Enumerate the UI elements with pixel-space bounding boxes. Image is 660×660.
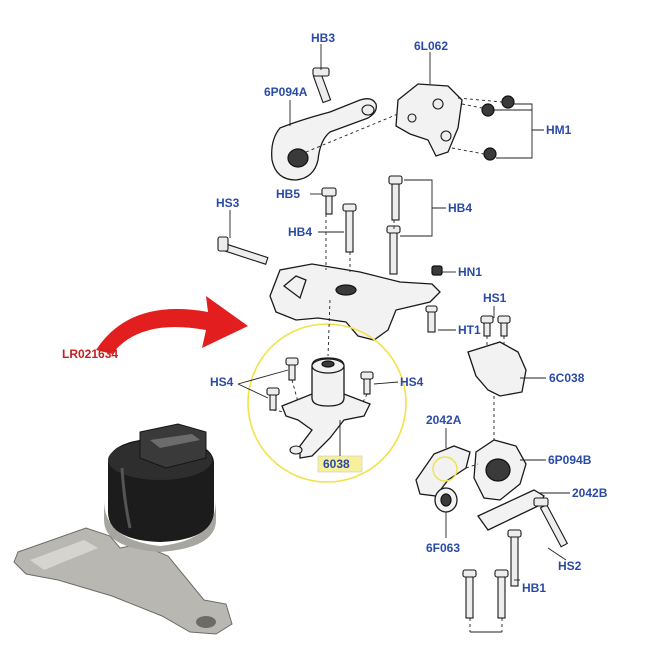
assembly-lines <box>272 113 505 633</box>
bracket-6c038 <box>467 341 527 397</box>
callout-2042b: 2042B <box>572 486 608 500</box>
bolt-hs3 <box>217 236 269 265</box>
callout-ht1: HT1 <box>458 323 481 337</box>
torque-rod-upper <box>271 98 377 181</box>
bolts-hs4 <box>266 357 374 411</box>
callout-hs3: HS3 <box>216 196 240 210</box>
bolts-hs1 <box>480 315 511 337</box>
callout-6p094a: 6P094A <box>264 85 308 99</box>
callout-6p094b: 6P094B <box>548 453 592 467</box>
callout-hn1: HN1 <box>458 265 482 279</box>
bolts-hb1 <box>462 529 522 619</box>
bolt-hb3 <box>312 67 332 104</box>
callout-hb3: HB3 <box>311 31 335 45</box>
bolts-hb4-right <box>386 175 403 275</box>
stud-ht1 <box>425 305 438 333</box>
bolt-hs2 <box>533 497 569 548</box>
nuts-hm1 <box>451 95 515 161</box>
bolt-hb4-left <box>342 203 357 253</box>
callout-hs4-right: HS4 <box>400 375 424 389</box>
callout-2042a: 2042A <box>426 413 462 427</box>
red-curved-arrow-icon <box>96 296 248 354</box>
callout-hb4-left: HB4 <box>288 225 312 239</box>
callout-6c038: 6C038 <box>549 371 585 385</box>
highlight-circle-small <box>432 456 458 482</box>
part-number-label: LR021634 <box>62 347 118 361</box>
callout-hs2: HS2 <box>558 559 582 573</box>
engine-mount-6038 <box>281 357 371 459</box>
callout-hm1: HM1 <box>546 123 572 137</box>
leader-lines <box>229 44 570 581</box>
callout-hs1: HS1 <box>483 291 507 305</box>
callout-hb1: HB1 <box>522 581 546 595</box>
highlight-circle <box>247 323 407 483</box>
callout-6f063: 6F063 <box>426 541 460 555</box>
mount-product-photo <box>13 423 233 635</box>
callout-hb4-right: HB4 <box>448 201 472 215</box>
nut-hn1 <box>431 265 443 276</box>
mounting-bracket-upper <box>269 263 441 341</box>
bolt-hb5 <box>321 187 337 215</box>
bracket-6l062 <box>395 83 463 157</box>
callout-6038: 6038 <box>323 457 350 471</box>
mount-6p094b <box>473 439 527 501</box>
callout-6l062: 6L062 <box>414 39 448 53</box>
callout-hb5: HB5 <box>276 187 300 201</box>
bushing-6f063 <box>434 487 458 513</box>
callout-hs4-left: HS4 <box>210 375 234 389</box>
